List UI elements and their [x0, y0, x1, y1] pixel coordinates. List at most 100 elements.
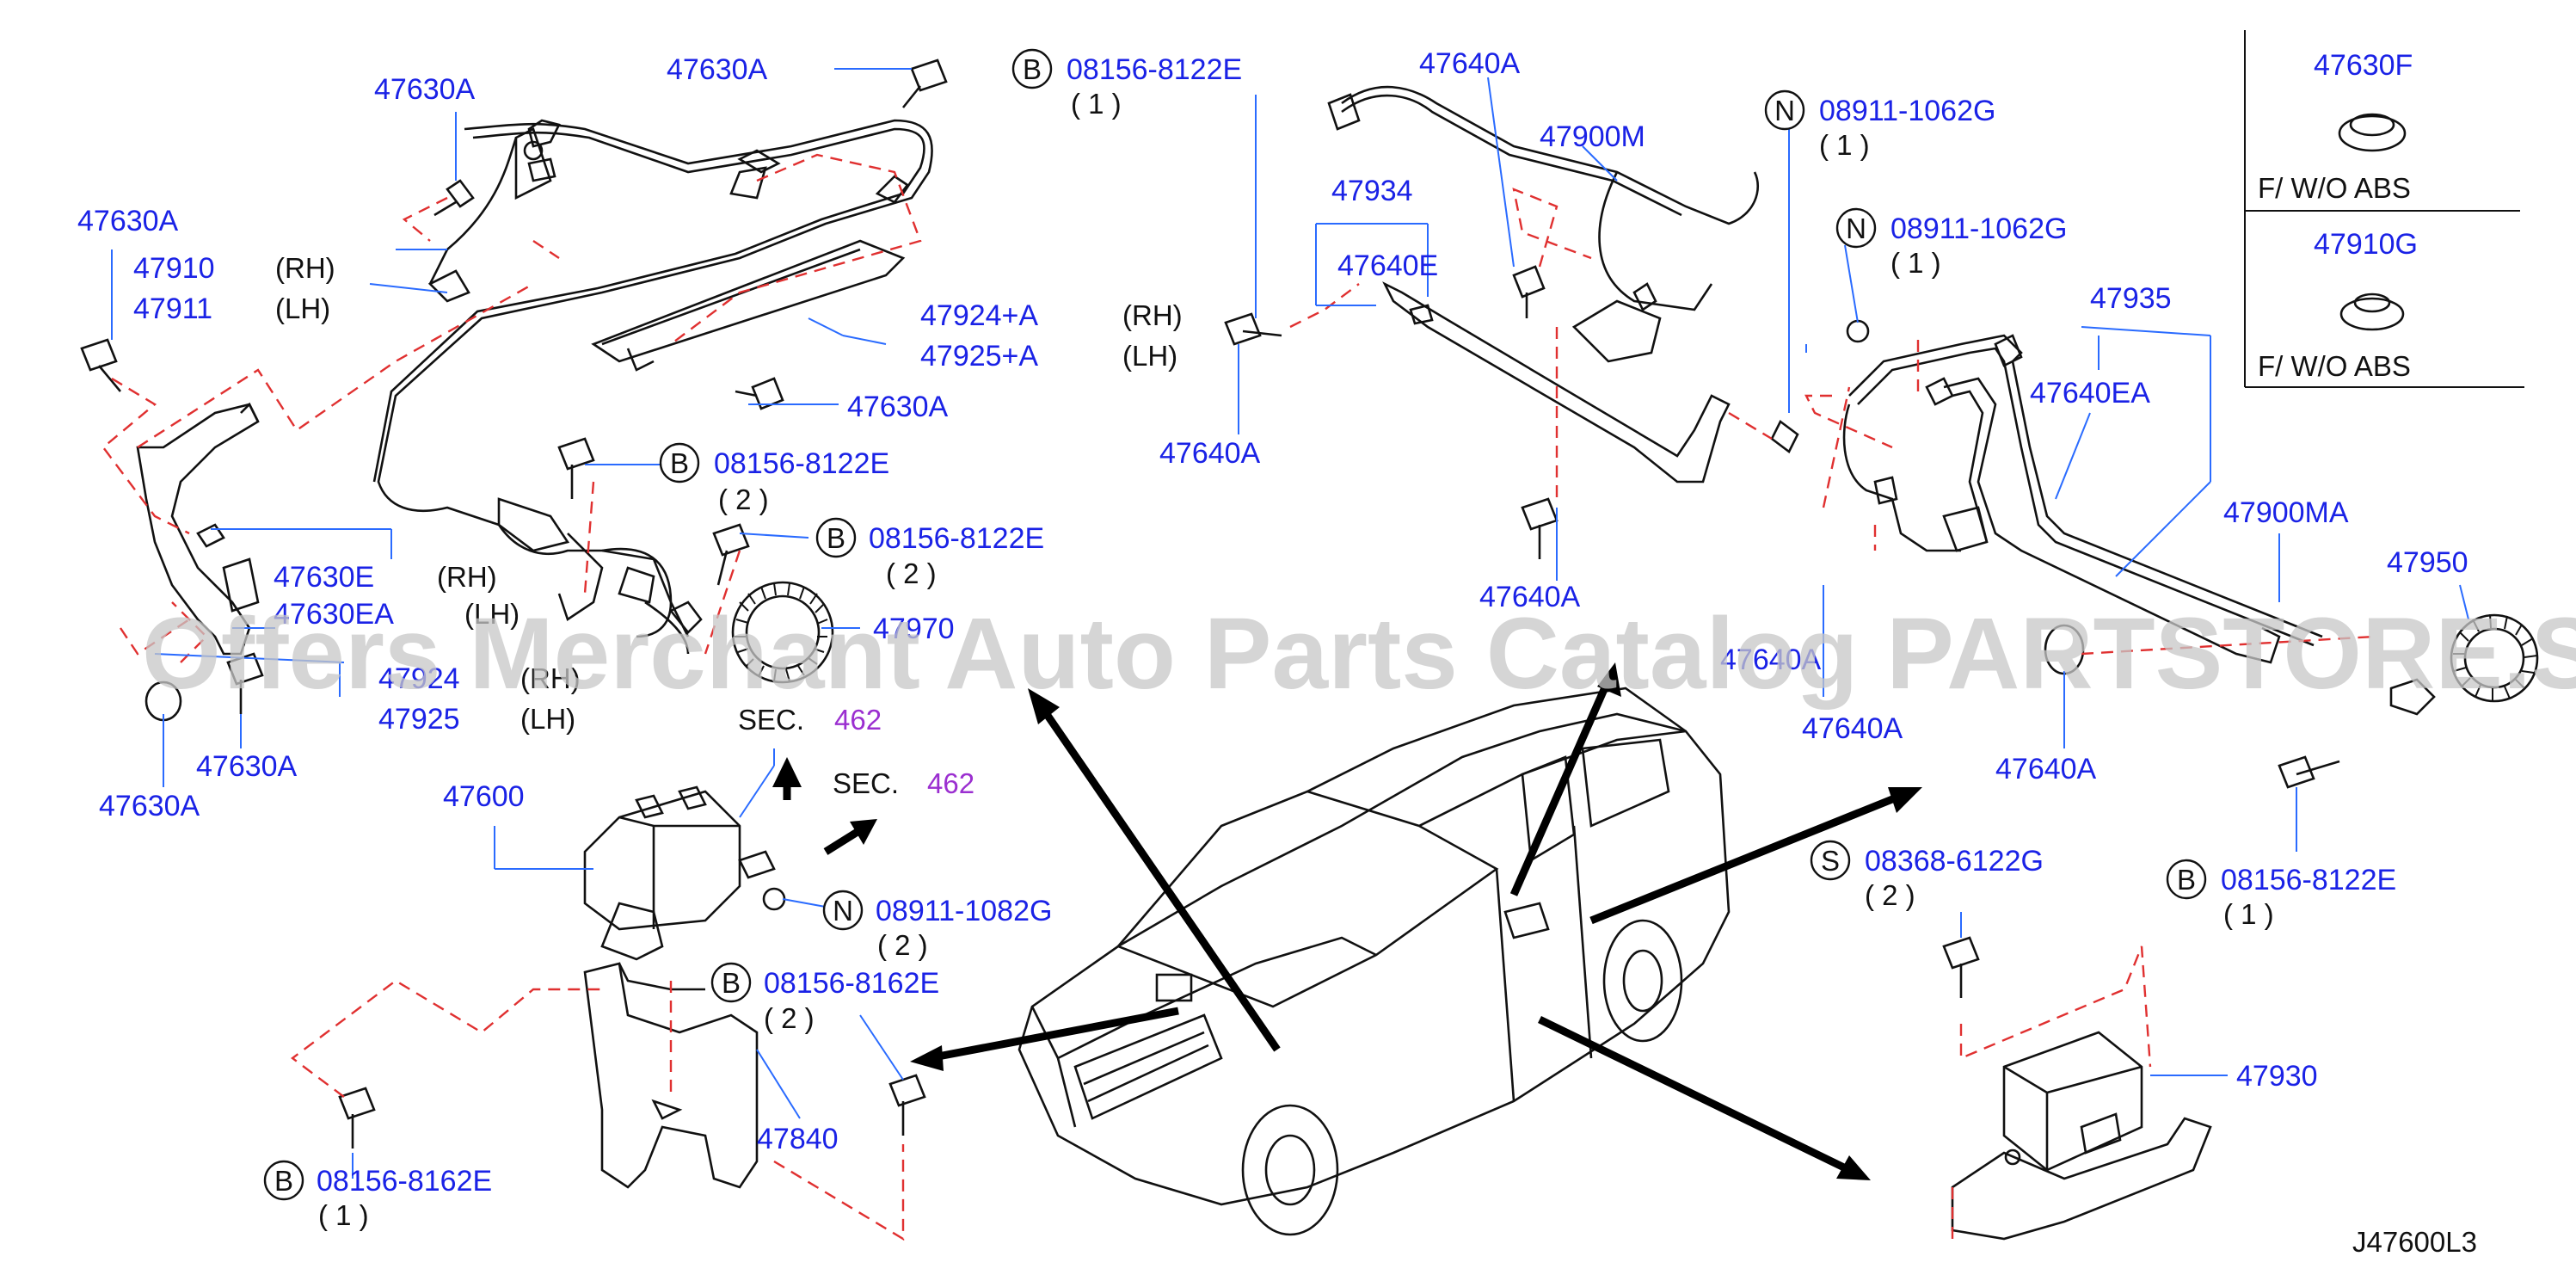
part-label: 47640A: [1419, 47, 1521, 80]
side-label: (LH): [1122, 340, 1177, 372]
labels: 47630A 47630A 47630A 47910 (RH) 47911 (L…: [77, 47, 2477, 1258]
bolt-quantity: ( 1 ): [318, 1199, 369, 1231]
inset-panel: [2244, 30, 2524, 388]
part-label: 47640EA: [2030, 377, 2150, 410]
nut-quantity: ( 1 ): [1819, 129, 1870, 161]
bolt-part-number: 08156-8122E: [869, 522, 1044, 555]
callout-arrows: [910, 662, 1922, 1180]
side-label: (RH): [437, 561, 497, 593]
part-label: 47630A: [99, 790, 200, 822]
nut-type-letter: N: [1846, 212, 1866, 244]
part-label: 47640A: [1159, 437, 1261, 470]
dashed-reference-lines: [101, 153, 2375, 1241]
bolt-quantity: ( 2 ): [718, 483, 769, 515]
part-label: 47630A: [196, 750, 298, 783]
part-label: 47930: [2236, 1060, 2318, 1093]
part-label: 47910G: [2314, 228, 2418, 261]
section-number: 462: [927, 767, 974, 799]
bolt-type-circle: [263, 1160, 304, 1201]
part-label: 47950: [2387, 546, 2468, 579]
sec-side-arrow: [850, 819, 877, 845]
part-label: 47925+A: [920, 340, 1038, 373]
part-label: 47910: [133, 252, 215, 285]
bolt-type-letter: B: [670, 447, 689, 479]
bolt-part-number: 08156-8122E: [1067, 53, 1242, 86]
diagram-code: J47600L3: [2352, 1226, 2477, 1258]
part-label: 47630A: [847, 391, 949, 423]
part-label: 47911: [133, 293, 212, 325]
side-label: (RH): [520, 662, 581, 694]
bolt-type-letter: B: [722, 967, 741, 999]
part-label: 47934: [1331, 175, 1413, 207]
bolt-type-circle: [659, 442, 700, 483]
part-label: 47924+A: [920, 299, 1038, 332]
nut-quantity: ( 1 ): [1891, 247, 1941, 279]
part-label: 47630A: [667, 53, 768, 86]
part-label: 47630EA: [274, 598, 394, 631]
side-label: (LH): [520, 703, 575, 735]
part-label: 47640E: [1337, 249, 1438, 282]
part-label: 47900M: [1540, 120, 1645, 153]
bolt-type-letter: B: [1023, 53, 1042, 85]
side-label: (LH): [275, 293, 330, 324]
bolt-part-number: 08156-8162E: [317, 1165, 492, 1198]
bolt-type-letter: B: [274, 1165, 293, 1197]
bolt-type-letter: B: [827, 522, 845, 554]
nut-part-number: 08911-1082G: [876, 895, 1052, 927]
bolt-quantity: ( 2 ): [764, 1002, 815, 1034]
part-label: 47640A: [1720, 644, 1822, 676]
bolt-type-circle: [815, 517, 857, 558]
part-label: 47840: [757, 1123, 839, 1155]
nut-type-circle: [1835, 207, 1877, 249]
part-label: 47970: [873, 613, 955, 645]
screw-quantity: ( 2 ): [1865, 879, 1915, 911]
part-label: 47630A: [374, 73, 476, 106]
bolt-type-circle: [1011, 48, 1053, 89]
bolt-quantity: ( 1 ): [1071, 88, 1122, 120]
bolt-quantity: ( 1 ): [2223, 898, 2274, 930]
part-label: 47640A: [1995, 753, 2097, 785]
vehicle-illustration: [1017, 687, 1731, 1236]
abs-actuator-assembly: [338, 785, 926, 1189]
side-label: (LH): [464, 598, 520, 630]
bolt-part-number: 08156-8122E: [714, 447, 889, 480]
nut-part-number: 08911-1062G: [1891, 212, 2067, 245]
sec-up-arrow: [772, 757, 802, 787]
part-label: 47935: [2090, 282, 2172, 315]
part-label: 47900MA: [2223, 496, 2349, 529]
nut-part-number: 08911-1062G: [1819, 95, 1995, 127]
section-number: 462: [834, 704, 882, 736]
part-label: 47600: [443, 780, 525, 813]
screw-type-letter: S: [1821, 845, 1840, 877]
bolt-quantity: ( 2 ): [886, 557, 937, 589]
bolt-type-circle: [2166, 859, 2207, 900]
leader-lines: [111, 68, 2469, 1179]
nut-type-letter: N: [833, 895, 853, 927]
bolt-type-circle: [710, 962, 752, 1003]
part-label: 47630E: [274, 561, 374, 594]
watermark: Offers Merchant Auto Parts Catalog PARTS…: [142, 597, 2576, 711]
nut-type-circle: [822, 890, 864, 931]
nut-type-circle: [1764, 89, 1805, 131]
nut-type-letter: N: [1774, 95, 1795, 126]
side-label: (RH): [275, 252, 335, 284]
part-label: 47640A: [1479, 581, 1581, 613]
part-label: 47640A: [1802, 712, 1903, 745]
bolt-part-number: 08156-8122E: [2221, 864, 2396, 896]
screw-part-number: 08368-6122G: [1865, 845, 2044, 878]
part-label: 47630F: [2314, 49, 2413, 82]
sec-side-arrow-stem: [823, 827, 863, 855]
section-ref: SEC.: [738, 704, 804, 736]
variant-note: F/ W/O ABS: [2258, 172, 2411, 204]
part-label: 47924: [378, 662, 460, 695]
bolt-part-number: 08156-8162E: [764, 967, 939, 1000]
nut-quantity: ( 2 ): [877, 929, 928, 961]
side-label: (RH): [1122, 299, 1183, 331]
part-label: 47630A: [77, 205, 179, 237]
screw-type-circle: [1810, 840, 1851, 881]
bolt-type-letter: B: [2177, 864, 2196, 896]
part-label: 47925: [378, 703, 460, 736]
section-ref: SEC.: [833, 767, 899, 799]
